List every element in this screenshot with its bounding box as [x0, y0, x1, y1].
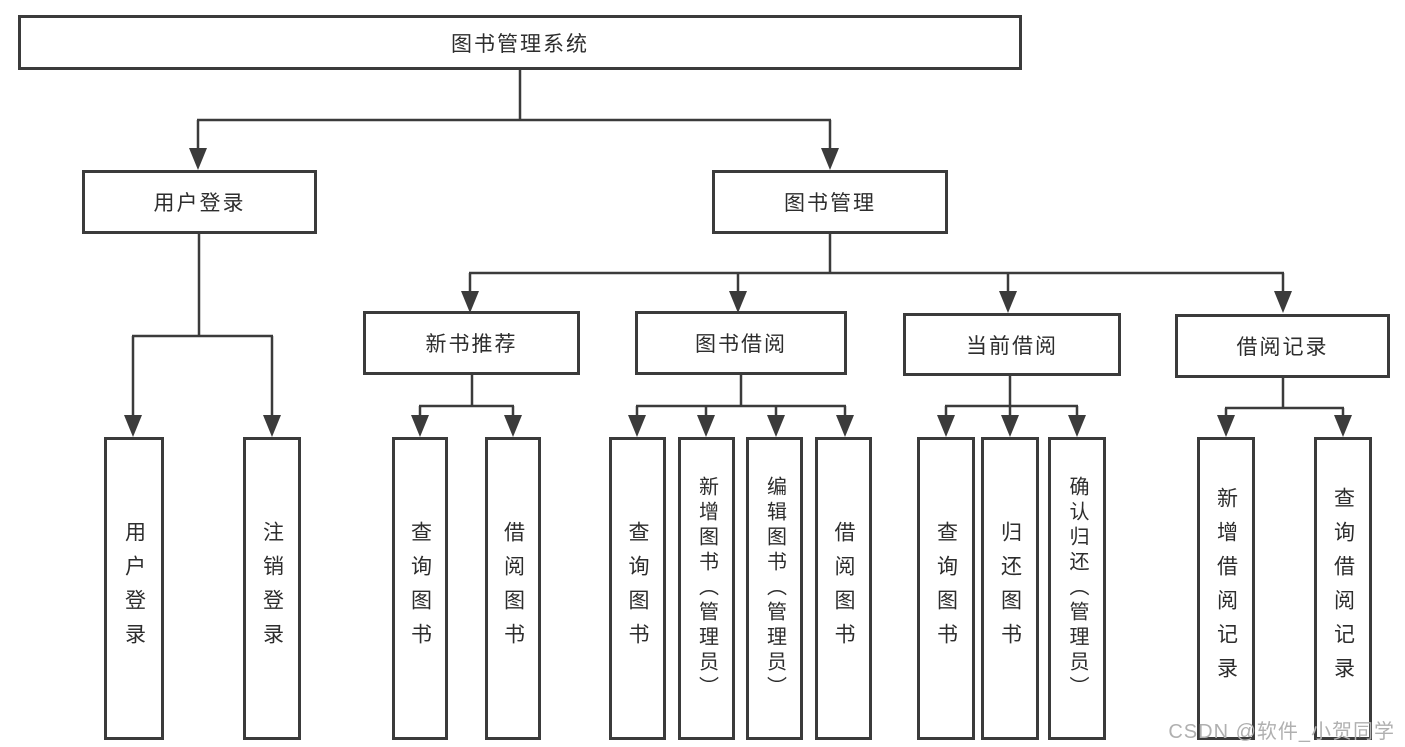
leaf-add-borrow-record: 新增借阅记录 — [1197, 437, 1255, 740]
leaf-borrow-books-2: 借阅图书 — [815, 437, 872, 740]
node-book-management: 图书管理 — [712, 170, 948, 234]
leaf-return-books: 归还图书 — [981, 437, 1039, 740]
node-user-login-group: 用户登录 — [82, 170, 317, 234]
leaf-label: 借阅图书 — [501, 520, 525, 657]
node-book-management-label: 图书管理 — [784, 192, 876, 215]
node-root-label: 图书管理系统 — [451, 32, 589, 56]
leaf-label: 新增图书（管理员） — [695, 476, 718, 701]
leaf-label: 查询借阅记录 — [1331, 486, 1355, 691]
node-borrow-records: 借阅记录 — [1175, 314, 1390, 378]
node-new-book-recommend-label: 新书推荐 — [425, 333, 518, 356]
leaf-label: 借阅图书 — [832, 520, 855, 657]
leaf-label: 编辑图书（管理员） — [763, 476, 786, 701]
leaf-add-books-admin: 新增图书（管理员） — [678, 437, 735, 740]
leaf-edit-books-admin: 编辑图书（管理员） — [746, 437, 803, 740]
arrowheads — [124, 148, 1352, 437]
leaf-label: 用户登录 — [122, 520, 146, 657]
node-root: 图书管理系统 — [18, 15, 1022, 70]
leaf-query-books-1: 查询图书 — [392, 437, 448, 740]
leaf-query-borrow-record: 查询借阅记录 — [1314, 437, 1372, 740]
leaf-label: 查询图书 — [626, 520, 649, 657]
leaf-label: 确认归还（管理员） — [1066, 476, 1088, 701]
leaf-label: 归还图书 — [998, 520, 1022, 657]
leaf-user-login: 用户登录 — [104, 437, 164, 740]
leaf-label: 新增借阅记录 — [1214, 486, 1238, 691]
node-borrow-records-label: 借阅记录 — [1236, 336, 1329, 359]
watermark: CSDN @软件_小贺同学 — [1168, 721, 1395, 743]
leaf-borrow-books-1: 借阅图书 — [485, 437, 541, 740]
leaf-label: 查询图书 — [408, 520, 432, 657]
leaf-logout: 注销登录 — [243, 437, 301, 740]
leaf-label: 查询图书 — [934, 520, 958, 657]
leaf-confirm-return-admin: 确认归还（管理员） — [1048, 437, 1106, 740]
node-current-borrow: 当前借阅 — [903, 313, 1121, 376]
node-user-login-group-label: 用户登录 — [153, 192, 246, 215]
node-book-borrow: 图书借阅 — [635, 311, 847, 375]
leaf-query-books-3: 查询图书 — [917, 437, 975, 740]
leaf-label: 注销登录 — [260, 520, 284, 657]
node-book-borrow-label: 图书借阅 — [695, 333, 787, 356]
node-new-book-recommend: 新书推荐 — [363, 311, 580, 375]
node-current-borrow-label: 当前借阅 — [966, 334, 1058, 358]
leaf-query-books-2: 查询图书 — [609, 437, 666, 740]
